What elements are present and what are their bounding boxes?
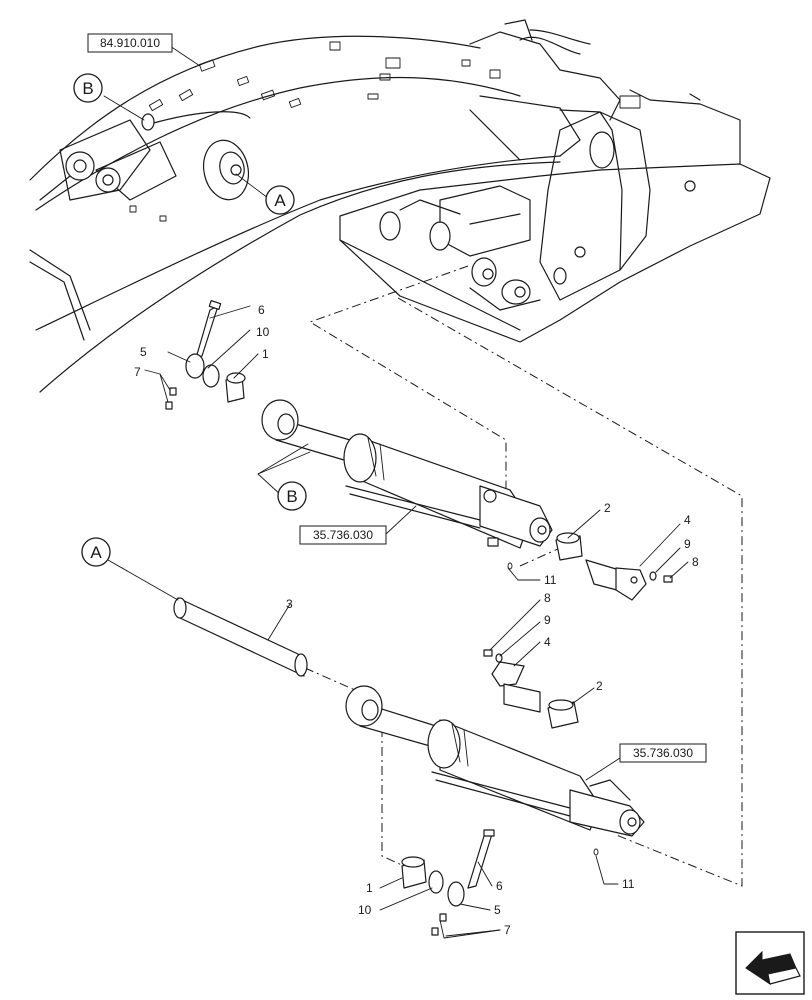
callout-6: 6 [496, 879, 503, 893]
ref-box-cylinder-upper[interactable]: 35.736.030 [299, 525, 387, 545]
arrow-left-icon[interactable] [735, 931, 805, 995]
leader-lines [103, 45, 689, 939]
parts [165, 300, 673, 936]
assembly-lines [304, 265, 743, 887]
view-marker-b-mid: B [277, 481, 307, 511]
ref-label: 84.910.010 [100, 36, 160, 50]
callout-8: 8 [692, 555, 699, 569]
view-b-label: B [82, 79, 93, 98]
upper-cylinder [261, 399, 553, 570]
callout-1: 1 [366, 881, 373, 895]
view-marker-a-mid: A [81, 537, 111, 567]
callout-5: 5 [140, 345, 147, 359]
callout-numbers: 6 5 10 1 7 2 4 9 8 11 3 8 9 4 2 11 1 6 1… [134, 303, 699, 937]
callout-4: 4 [684, 513, 691, 527]
callout-7: 7 [504, 923, 511, 937]
callout-5: 5 [494, 903, 501, 917]
callout-9: 9 [544, 613, 551, 627]
callout-6: 6 [258, 303, 265, 317]
lower-cylinder [345, 685, 645, 856]
view-marker-a-top: A [265, 185, 295, 215]
callout-11: 11 [544, 573, 557, 587]
callout-2: 2 [596, 679, 603, 693]
callout-10: 10 [358, 903, 372, 917]
callout-2: 2 [604, 501, 611, 515]
boom-structure [29, 19, 771, 393]
view-a-label: A [274, 191, 286, 210]
ref-label: 35.736.030 [633, 746, 693, 760]
callout-3: 3 [286, 597, 293, 611]
callout-7: 7 [134, 365, 141, 379]
view-marker-b-top: B [73, 73, 103, 103]
view-a-label: A [90, 543, 102, 562]
view-b-label: B [286, 487, 297, 506]
ref-label: 35.736.030 [313, 528, 373, 542]
callout-8: 8 [544, 591, 551, 605]
callout-11: 11 [622, 877, 635, 891]
callout-4: 4 [544, 635, 551, 649]
ref-box-top[interactable]: 84.910.010 [87, 33, 173, 53]
ref-box-cylinder-lower[interactable]: 35.736.030 [619, 743, 707, 763]
callout-1: 1 [262, 347, 269, 361]
callout-9: 9 [684, 537, 691, 551]
callout-10: 10 [256, 325, 270, 339]
